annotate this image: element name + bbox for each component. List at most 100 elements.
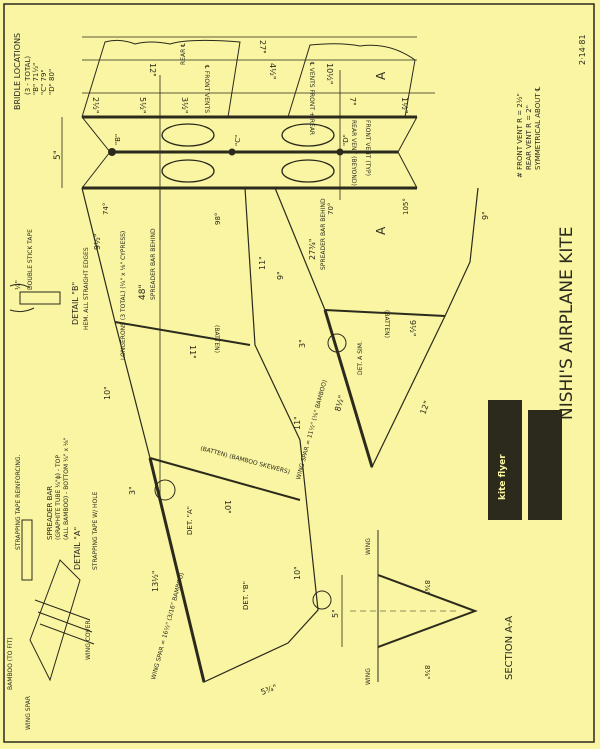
- fuselage-spreader-27-label: 27¾": [308, 238, 317, 260]
- rear-fin: [287, 43, 416, 118]
- section-aa-wing-top-label: WING: [365, 538, 372, 555]
- detail-a-wing-spar-label: WING SPAR: [25, 696, 32, 730]
- notes-symmetrical-label: SYMMETRICAL ABOUT ℄: [534, 86, 542, 170]
- rear-wing-dim-3-label: 3": [298, 339, 307, 348]
- fuselage-dim-4-5-label: 4½": [268, 63, 277, 80]
- detail-a-strapping-label: STRAPPING TAPE W/ HOLE: [92, 491, 99, 570]
- bridle-point-d: [336, 148, 344, 156]
- fuselage-dim-27-label: 27": [258, 40, 267, 54]
- detail-a-sim-callout: [327, 333, 347, 353]
- detail-b-title-label: DETAIL "B": [71, 282, 80, 325]
- fuselage-point-b-label: "B": [114, 134, 122, 145]
- detail-a-reinforcing-label: STRAPPING TAPE REINFORCING.: [15, 454, 22, 550]
- fuselage-angle-98-label: 98°: [214, 213, 222, 225]
- detail-b-quarter-label: ¼": [14, 280, 22, 290]
- notes-bridle-total-label: (3 - TOTAL): [24, 56, 32, 95]
- rear-vent-2: [281, 123, 335, 147]
- plan-date: 2·14·81: [578, 34, 587, 65]
- fuselage-point-d-label: "D": [342, 134, 350, 146]
- rear-wing-dim-12-label: 12": [418, 400, 431, 416]
- notes-rear-vent-label: REAR VENT R = 2": [525, 105, 533, 170]
- detail-b-tape-label: DOUBLE STICK TAPE: [27, 229, 34, 290]
- fuselage-vents-cl-label: ℄ VENTS FRONT + REAR: [308, 62, 315, 135]
- labels: NISHI'S AIRPLANE KITE 2·14·81 kite flyer…: [7, 33, 587, 730]
- detail-b-callout: [312, 590, 332, 610]
- front-wing-dim-10a-label: 10": [103, 386, 112, 400]
- front-batten-1: [114, 321, 251, 346]
- rear-wing: [274, 187, 479, 469]
- front-wing: [81, 187, 332, 683]
- section-aa-dim-8b-label: 8⅝": [423, 665, 431, 679]
- detail-a-bamboo-label: (ALL BAMBOO) - BOTTOM ¼" x ⅛": [63, 437, 70, 540]
- notes-bridle-b-label: "B" 71½": [32, 63, 40, 95]
- logo-text: kite flyer: [498, 454, 508, 500]
- rear-wing-dim-9a-label: 9": [481, 211, 490, 220]
- front-wing-dim-10c-label: 10": [293, 566, 302, 580]
- front-fin: [81, 39, 241, 118]
- detail-b-hem-label: HEM. ALL STRAIGHT EDGES: [83, 247, 90, 330]
- fuselage-spreader-48-label: 48": [138, 284, 148, 300]
- fuselage-point-c-label: "C": [234, 135, 242, 146]
- fuselage-angle-74-label: 74°: [102, 203, 110, 215]
- front-wing-dim-11c-label: 11": [188, 345, 197, 359]
- sheet-border: [3, 3, 595, 743]
- front-wing-dim-11b-label: 11": [293, 416, 302, 430]
- section-a-a: [341, 530, 478, 682]
- rear-wing-dim-9b-label: 9": [276, 271, 285, 280]
- front-wing-batten2-label: (BATTEN) (BAMBOO SKEWERS): [199, 445, 290, 476]
- fuselage-longerons-label: LONGERONS (3 TOTAL) (¼" x ⅛" CYPRESS): [120, 231, 127, 360]
- front-wing-dim-3-label: 3": [128, 486, 137, 495]
- fuselage-dim-1-5-label: 1½": [400, 97, 409, 114]
- fuselage-dim-12-label: 12": [148, 63, 157, 77]
- front-wing-batten-label: (BATTEN): [213, 325, 220, 353]
- notes-bridle-c-label: "C" 79": [40, 69, 48, 95]
- fuselage-dim-10-5-label: 10½": [325, 63, 334, 85]
- detail-a-spreader-label: SPREADER BAR: [46, 486, 54, 540]
- rear-wing-spar: [323, 309, 374, 468]
- fuselage-spreader-48-note-label: SPREADER BAR BEHIND: [150, 228, 157, 300]
- detail-a-sketch: [21, 519, 95, 682]
- fuselage-angle-70-label: 70°: [327, 203, 335, 215]
- front-vent-2: [281, 159, 335, 183]
- fuselage-dim-5-label: 5": [53, 150, 63, 160]
- front-wing-dim-10b-label: 10": [223, 500, 232, 514]
- front-wing-dim-11a-label: 11": [258, 256, 267, 270]
- bridle-point-b: [108, 148, 116, 156]
- section-aa-dim-8a-label: 8⅝": [423, 580, 431, 594]
- rear-batten: [324, 309, 446, 317]
- detail-a-bamboo-fit-label: BAMBOO (TO FIT): [7, 637, 14, 690]
- rear-vent-1: [161, 123, 215, 147]
- detail-a-graphite-label: (GRAPHITE TUBE ¼"ϕ) - TOP: [55, 455, 62, 540]
- fuselage-section-a-label: A: [374, 226, 388, 235]
- section-aa-wing-bottom-label: WING: [365, 668, 372, 685]
- notes-bridle-d-label: "D" 80": [48, 69, 56, 95]
- front-wing-spar: [148, 457, 206, 683]
- fuselage-rear-vent-label-label: REAR VENT (BEYOND): [350, 120, 357, 186]
- detail-a-callout: [154, 479, 176, 501]
- fuselage-spreader-27-note-label: SPREADER BAR BEHIND: [320, 198, 327, 270]
- fuselage-rear-cl-label: REAR ℄: [180, 43, 187, 65]
- front-batten-2: [149, 457, 301, 501]
- fuselage-dim-5-5-label: 5½": [138, 97, 147, 114]
- fuselage-front-vent-label-label: FRONT VENT (TYP): [364, 120, 371, 176]
- plan-title: NISHI'S AIRPLANE KITE: [557, 226, 577, 420]
- detail-a-title-label: DETAIL "A": [73, 527, 82, 570]
- rear-wing-dim-8-5-label: 8½": [333, 394, 346, 412]
- fuselage: [81, 115, 418, 190]
- notes-bridle-title-label: BRIDLE LOCATIONS: [13, 33, 22, 110]
- front-wing-dim-5-75-label: 5¾": [260, 683, 279, 697]
- kite-flyer-logo: [488, 400, 562, 520]
- fuselage-dim-2-5-label: 2½": [91, 97, 100, 114]
- rear-wing-batten-label: (BATTEN): [383, 310, 390, 338]
- front-wing-det-b-label: DET. "B": [242, 581, 250, 610]
- detail-a-wing-cover-label: WING COVER: [85, 620, 92, 660]
- fuselage-dim-3-5-label: 3½": [180, 97, 189, 114]
- bridle-point-c: [228, 148, 236, 156]
- rear-wing-det-a-sim-label: DET. A SIM.: [357, 341, 364, 375]
- front-wing-det-a-label: DET. "A": [186, 506, 194, 535]
- fuselage-section-a-label: A: [374, 71, 388, 80]
- fuselage-front-vents-cl-label: ℄ FRONT VENTS: [203, 65, 210, 113]
- fuselage-angle-105-label: 105°: [402, 198, 410, 215]
